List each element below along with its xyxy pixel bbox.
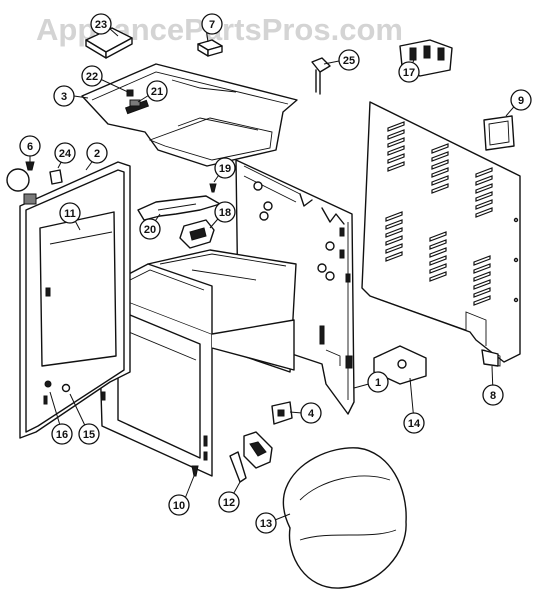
svg-text:15: 15: [83, 429, 95, 441]
callout-12: 12: [218, 491, 240, 513]
callout-15: 15: [78, 423, 100, 445]
callout-9: 9: [510, 89, 532, 111]
svg-text:18: 18: [219, 207, 231, 219]
part-clip: [126, 89, 134, 97]
part-door-hinge: [229, 431, 273, 483]
part-bracket-14: [373, 345, 427, 385]
part-block: [197, 39, 223, 57]
svg-text:4: 4: [308, 408, 315, 420]
svg-text:8: 8: [490, 390, 496, 402]
svg-text:13: 13: [260, 518, 272, 530]
part-clip-bracket: [129, 99, 141, 107]
callout-10: 10: [168, 494, 190, 516]
callout-23: 23: [90, 13, 112, 35]
svg-text:7: 7: [209, 19, 215, 31]
svg-text:12: 12: [223, 497, 235, 509]
callout-14: 14: [403, 412, 425, 434]
svg-text:14: 14: [408, 418, 421, 430]
svg-text:20: 20: [144, 224, 156, 236]
callout-21: 21: [146, 80, 168, 102]
part-hinge-screw: [209, 183, 217, 193]
part-hinge-arm: [137, 195, 221, 221]
callout-19: 19: [214, 157, 236, 179]
svg-text:6: 6: [27, 141, 33, 153]
part-insulation: [282, 447, 407, 589]
callout-13: 13: [255, 512, 277, 534]
callout-4: 4: [300, 402, 322, 424]
svg-text:25: 25: [343, 55, 355, 67]
part-top-panel: [81, 63, 298, 167]
part-screw: [25, 161, 35, 171]
part-hinge-bracket: [179, 219, 215, 249]
part-access-cover: [483, 115, 515, 151]
svg-text:9: 9: [518, 95, 524, 107]
part-spacer: [49, 169, 63, 185]
svg-text:23: 23: [95, 19, 107, 31]
part-screw-16: [44, 380, 52, 388]
callout-8: 8: [482, 384, 504, 406]
callout-3: 3: [53, 85, 75, 107]
part-bracket-8: [481, 349, 499, 367]
callout-6: 6: [19, 135, 41, 157]
part-bracket-4: [271, 401, 293, 425]
part-screw-10: [191, 465, 199, 477]
callout-22: 22: [81, 65, 103, 87]
callout-7: 7: [201, 13, 223, 35]
callout-18: 18: [214, 201, 236, 223]
callout-25: 25: [338, 49, 360, 71]
svg-text:16: 16: [56, 429, 68, 441]
back-panel-louvers: [385, 121, 493, 306]
callout-17: 17: [398, 61, 420, 83]
callout-16: 16: [51, 423, 73, 445]
svg-text:10: 10: [173, 500, 185, 512]
callout-2: 2: [86, 142, 108, 164]
svg-text:3: 3: [61, 91, 67, 103]
part-bracket: [85, 27, 133, 59]
part-front-frame: [19, 161, 131, 439]
callout-1: 1: [367, 371, 389, 393]
svg-text:17: 17: [403, 67, 415, 79]
svg-text:11: 11: [64, 208, 76, 220]
svg-text:21: 21: [151, 86, 163, 98]
part-washer-15: [61, 383, 71, 393]
callout-24: 24: [54, 142, 76, 164]
svg-text:19: 19: [219, 163, 231, 175]
svg-text:2: 2: [94, 148, 100, 160]
svg-text:1: 1: [375, 377, 381, 389]
part-back-panel: [361, 101, 521, 367]
part-sensor: [311, 57, 331, 95]
callout-11: 11: [59, 202, 81, 224]
svg-text:24: 24: [59, 148, 72, 160]
part-knob: [6, 168, 30, 192]
callout-20: 20: [139, 218, 161, 240]
svg-text:22: 22: [86, 71, 98, 83]
part-clip-left: [23, 193, 37, 205]
